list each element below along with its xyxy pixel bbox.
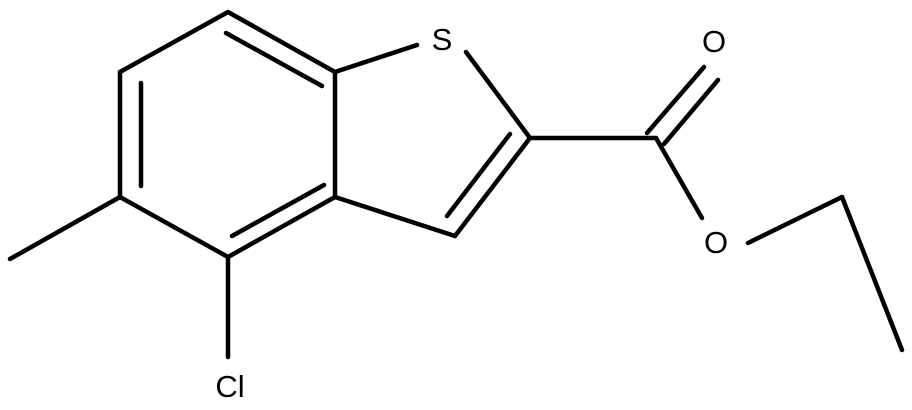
bond-c5-methyl bbox=[7, 194, 123, 262]
ethyl-ester-group bbox=[527, 64, 905, 353]
bond-ch2-ch3 bbox=[839, 194, 905, 353]
bond-c4-c3a bbox=[225, 194, 338, 260]
bond-c7a-s bbox=[332, 42, 420, 75]
substituents bbox=[7, 194, 231, 360]
bond-carbonyl-o-ester bbox=[653, 135, 705, 221]
bond-c2-c3 bbox=[452, 135, 533, 239]
carbonyl-oxygen-label: O bbox=[702, 24, 726, 59]
ester-oxygen-label: O bbox=[704, 225, 728, 260]
bond-carbonyl-o-double-a bbox=[644, 64, 707, 136]
bond-o-ch2 bbox=[745, 194, 845, 246]
chlorine-atom-label: Cl bbox=[215, 369, 244, 404]
benzene-ring bbox=[117, 9, 338, 260]
bond-carbonyl-o-double-b bbox=[661, 77, 721, 147]
sulfur-atom-label: S bbox=[432, 22, 453, 57]
bond-c7a-c7-inner bbox=[223, 30, 325, 89]
bond-c5-c4 bbox=[117, 194, 231, 260]
bond-s-c2 bbox=[463, 49, 533, 141]
bond-c3-c3a bbox=[332, 194, 458, 239]
bond-c7a-c7 bbox=[225, 9, 338, 75]
bond-c4-c3a-inner bbox=[229, 182, 327, 239]
bond-c2-c3-inner bbox=[444, 131, 513, 219]
thiophene-ring bbox=[332, 42, 533, 239]
bond-c7-c6 bbox=[117, 9, 231, 75]
